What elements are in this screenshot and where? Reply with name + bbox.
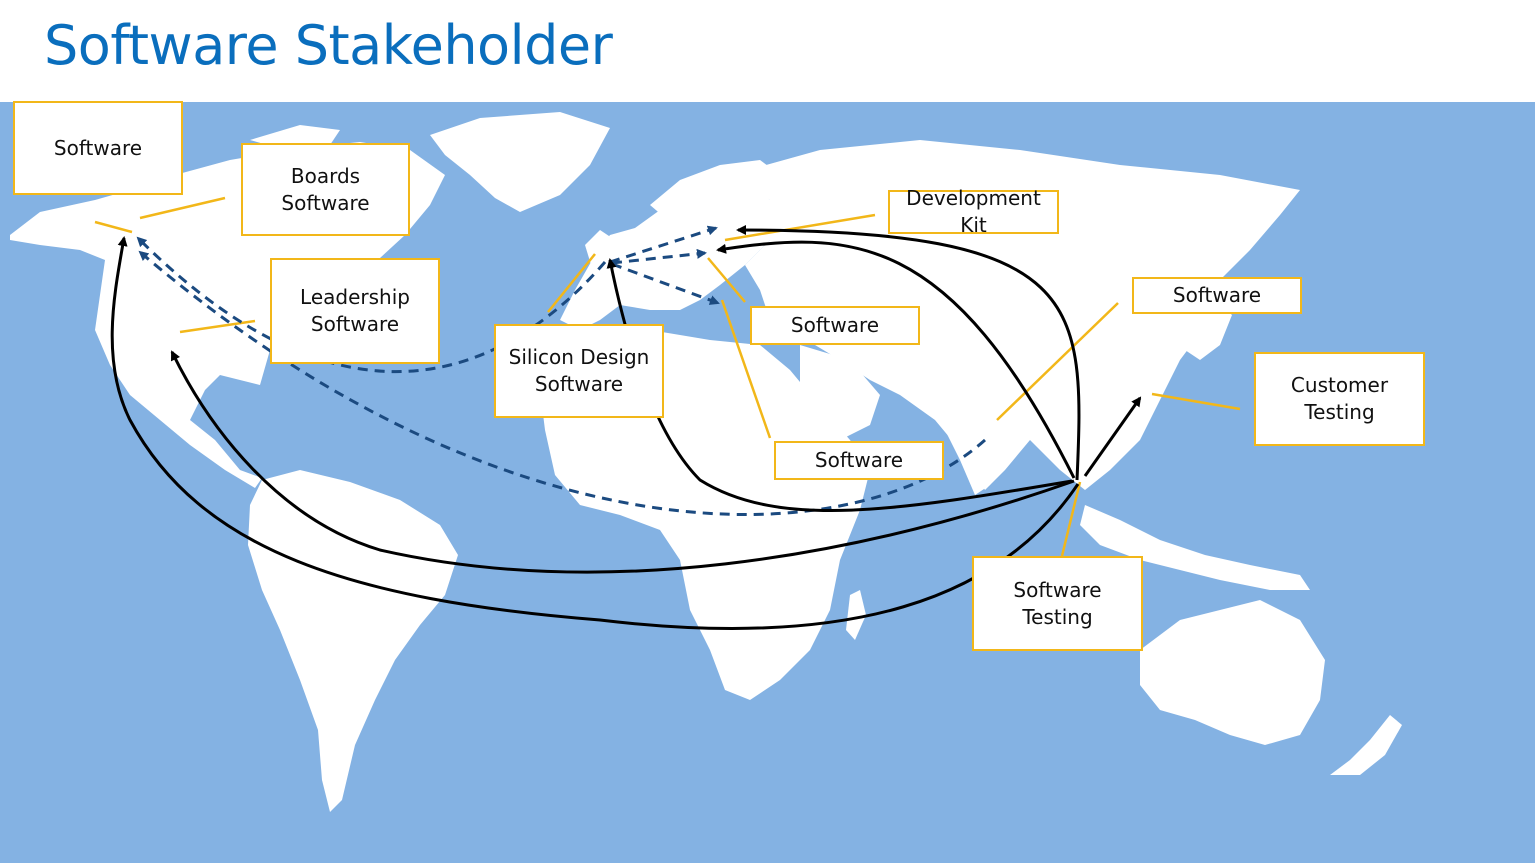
label-silicon-design-software: Silicon Design Software	[494, 324, 664, 418]
leader-software-africa	[720, 299, 772, 439]
label-software-asia: Software	[1132, 277, 1302, 314]
label-software-nw: Software	[13, 101, 183, 195]
solid-arrow-hub-to-russia	[716, 240, 1076, 479]
dashed-flows	[136, 225, 986, 516]
asia	[730, 140, 1300, 490]
page-title: Software Stakeholder	[44, 14, 613, 77]
leader-silicon	[547, 253, 596, 313]
japan	[1185, 300, 1232, 360]
europe	[560, 180, 770, 330]
label-customer-testing: Customer Testing	[1254, 352, 1425, 446]
title-bar: Software Stakeholder	[0, 0, 1535, 103]
dashed-arrow-europe-to-nw	[136, 236, 607, 373]
label-leadership-software: Leadership Software	[270, 258, 440, 364]
label-software-europe: Software	[750, 306, 920, 345]
label-software-africa: Software	[774, 441, 944, 480]
leader-customer	[1151, 392, 1241, 411]
leader-devkit	[724, 213, 876, 242]
dashed-arrow-europe-east	[611, 248, 707, 265]
dashed-arrow-india-to-nw	[138, 250, 986, 516]
leader-software-nw	[94, 220, 133, 234]
africa	[540, 330, 870, 700]
leader-software-asia	[996, 302, 1119, 421]
world-map	[0, 102, 1535, 863]
dashed-arrow-europe-north	[609, 225, 718, 264]
dashed-arrow-europe-south	[611, 262, 720, 305]
leader-testing	[1060, 481, 1082, 557]
label-boards-software: Boards Software	[241, 143, 410, 236]
leader-leadership	[179, 319, 256, 334]
madagascar	[846, 590, 866, 640]
indonesia	[1080, 505, 1310, 590]
leader-software-europe	[707, 257, 746, 303]
land-masses	[10, 112, 1402, 812]
leader-boards	[139, 196, 226, 220]
label-software-testing: Software Testing	[972, 556, 1143, 651]
australia	[1140, 600, 1325, 745]
leader-lines	[94, 196, 1241, 557]
solid-arrow-hub-to-usa-south	[170, 350, 1075, 574]
solid-arrow-hub-to-devkit	[736, 225, 1081, 481]
solid-arrow-hub-to-china	[1083, 396, 1142, 477]
new-zealand	[1330, 715, 1402, 775]
label-development-kit: Development Kit	[888, 186, 1059, 237]
greenland	[430, 112, 610, 212]
solid-arrow-hub-to-nw	[110, 236, 1080, 630]
